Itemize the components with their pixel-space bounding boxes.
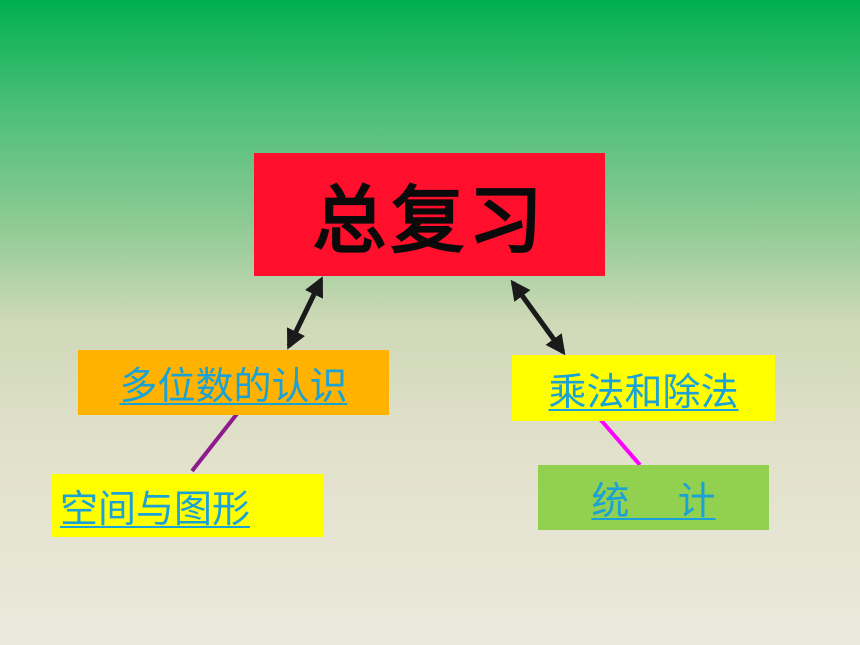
link-space-shape[interactable]: 空间与图形 (60, 487, 251, 531)
page-title: 总复习 (312, 178, 547, 264)
arrow-left (286, 276, 324, 350)
topic-box-space-shape[interactable]: 空间与图形 (51, 474, 323, 537)
topic-box-statistics[interactable]: 统 计 (538, 465, 769, 530)
link-statistics[interactable]: 统 计 (591, 479, 716, 523)
topic-box-multi-digit[interactable]: 多位数的认识 (78, 350, 389, 415)
title-box: 总复习 (254, 153, 605, 276)
link-multi-digit[interactable]: 多位数的认识 (119, 364, 348, 408)
link-mult-div[interactable]: 乘法和除法 (548, 369, 739, 414)
arrow-right (510, 279, 566, 356)
connector-right (598, 417, 642, 467)
connector-left (190, 408, 242, 473)
topic-box-mult-div[interactable]: 乘法和除法 (512, 355, 775, 421)
